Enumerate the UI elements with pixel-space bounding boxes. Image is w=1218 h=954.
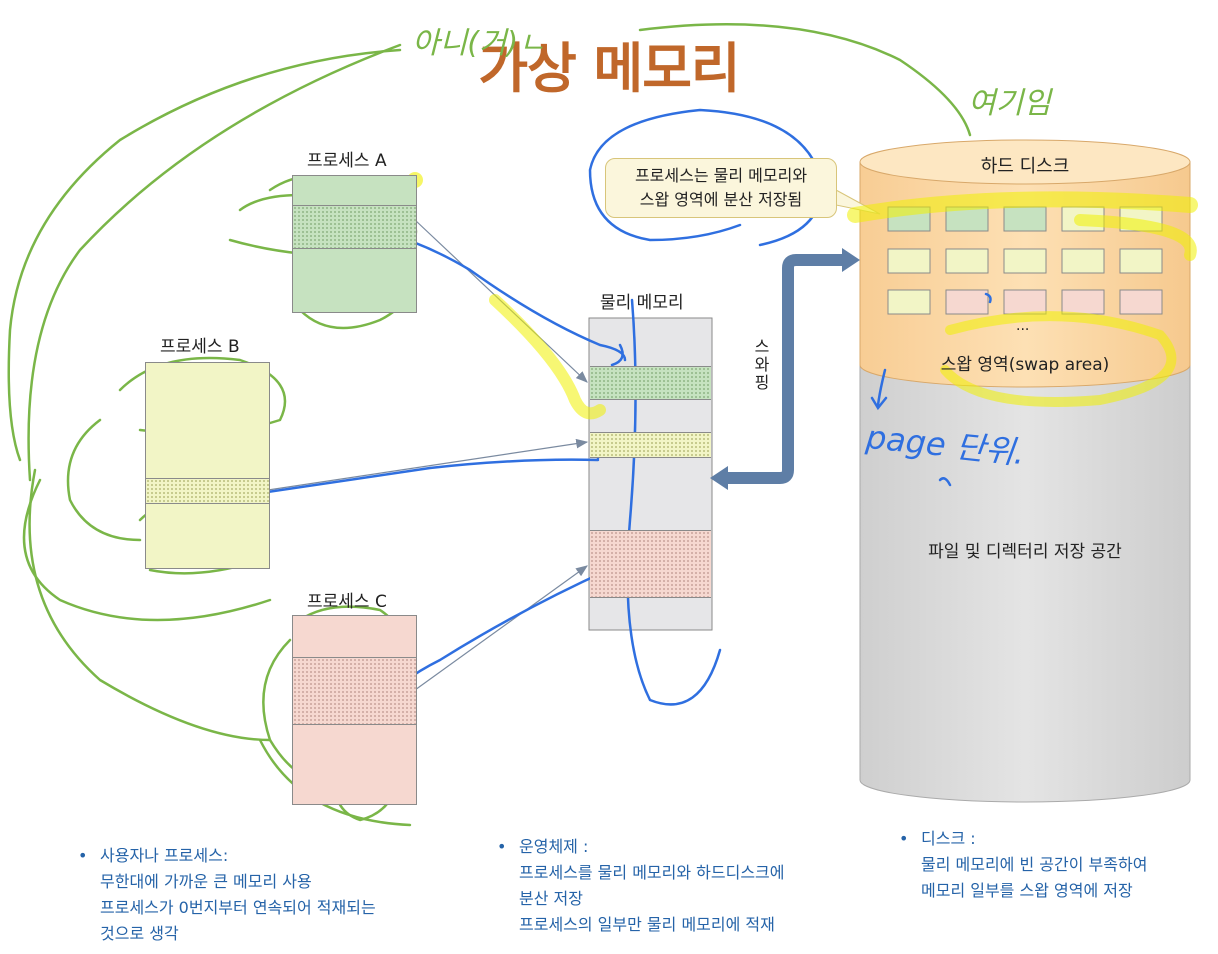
bullet-dot: •	[78, 846, 88, 865]
physical-memory-label: 물리 메모리	[600, 293, 684, 313]
bullet-heading: 운영체제 :	[519, 837, 589, 856]
memory-segment-c	[590, 530, 711, 598]
handwritten-note-disk: 여기임	[968, 86, 1051, 121]
bullet-disk: • 디스크 : 물리 메모리에 빈 공간이 부족하여 메모리 일부를 스왑 영역…	[899, 826, 1148, 904]
callout-line: 프로세스는 물리 메모리와	[634, 166, 808, 185]
bullet-dot: •	[497, 837, 507, 856]
disk-body	[859, 364, 1191, 803]
bullet-os: • 운영체제 : 프로세스를 물리 메모리와 하드디스크에 분산 저장 프로세스…	[497, 834, 785, 938]
bullet-line: 메모리 일부를 스왑 영역에 저장	[921, 881, 1133, 900]
disk-ellipsis: ...	[1016, 318, 1030, 334]
bullet-line: 프로세스가 0번지부터 연속되어 적재되는	[100, 898, 376, 917]
bullet-line: 것으로 생각	[100, 924, 179, 943]
memory-segment-a	[590, 366, 711, 400]
process-c-label: 프로세스 C	[307, 592, 387, 612]
process-a-label: 프로세스 A	[307, 151, 387, 171]
process-c-segment	[293, 657, 416, 725]
swap-arrow	[720, 254, 846, 484]
bullet-line: 프로세스를 물리 메모리와 하드디스크에	[519, 863, 785, 882]
file-area-label: 파일 및 디렉터리 저장 공간	[928, 542, 1122, 562]
page-title: 가상 메모리	[478, 37, 740, 100]
process-c-box	[292, 615, 417, 805]
bullet-line: 프로세스의 일부만 물리 메모리에 적재	[519, 915, 775, 934]
disk-title: 하드 디스크	[980, 156, 1070, 177]
process-a-box	[292, 175, 417, 313]
callout-line: 스왑 영역에 분산 저장됨	[639, 190, 803, 209]
bullet-line: 무한대에 가까운 큰 메모리 사용	[100, 872, 312, 891]
callout-box: 프로세스는 물리 메모리와 스왑 영역에 분산 저장됨	[605, 158, 837, 218]
bullet-line: 분산 저장	[519, 889, 583, 908]
process-a-segment	[293, 205, 416, 249]
process-b-box	[145, 362, 270, 569]
bullet-user: • 사용자나 프로세스: 무한대에 가까운 큰 메모리 사용 프로세스가 0번지…	[78, 843, 376, 947]
bullet-heading: 사용자나 프로세스:	[100, 846, 229, 865]
bullet-heading: 디스크 :	[921, 829, 976, 848]
bullet-line: 물리 메모리에 빈 공간이 부족하여	[921, 855, 1148, 874]
memory-segment-b	[590, 432, 711, 458]
swapping-char: 핑	[754, 373, 770, 392]
process-b-label: 프로세스 B	[160, 337, 240, 357]
swap-area-label: 스왑 영역(swap area)	[940, 355, 1110, 375]
handwritten-note-top: 아니(거)ㄴ	[412, 26, 546, 61]
disk-top	[859, 139, 1191, 185]
swapping-label: 스 와 핑	[752, 338, 772, 392]
process-b-segment	[146, 478, 269, 504]
bullet-dot: •	[899, 829, 909, 848]
swapping-char: 스	[754, 337, 770, 356]
swapping-char: 와	[754, 355, 770, 374]
